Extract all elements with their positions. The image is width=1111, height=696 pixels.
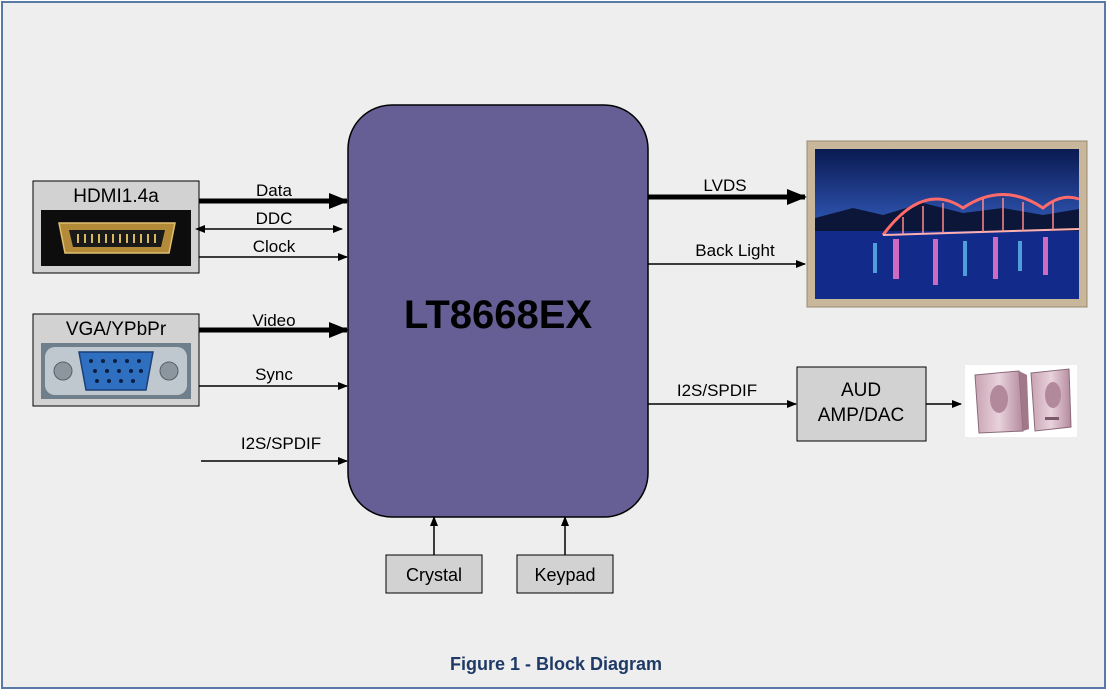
crystal-label: Crystal [406, 565, 462, 585]
keypad-block: Keypad [516, 554, 614, 594]
keypad-label: Keypad [534, 565, 595, 585]
figure-caption: Figure 1 - Block Diagram [450, 654, 662, 674]
sync-signal-label: Sync [255, 365, 293, 384]
hdmi-connector-icon [41, 210, 191, 266]
vga-input-block: VGA/YPbPr [32, 313, 200, 407]
aud-label-line2: AMP/DAC [818, 405, 905, 426]
speakers-icon [965, 365, 1077, 437]
backlight-signal-label: Back Light [695, 241, 775, 260]
i2s-output-signal-label: I2S/SPDIF [677, 381, 757, 400]
lvds-signal-label: LVDS [703, 176, 746, 195]
vga-connector-icon [41, 343, 191, 399]
hdmi-label: HDMI1.4a [73, 186, 159, 207]
chip-name: LT8668EX [404, 293, 593, 337]
chip-block: LT8668EX [347, 104, 649, 518]
clock-signal-label: Clock [253, 237, 296, 256]
data-signal-label: Data [256, 181, 292, 200]
lcd-panel-bridge-image [806, 140, 1088, 308]
hdmi-input-block: HDMI1.4a [32, 180, 200, 274]
video-signal-label: Video [252, 311, 295, 330]
vga-label: VGA/YPbPr [66, 319, 167, 340]
ddc-signal-label: DDC [256, 209, 293, 228]
block-diagram: LT8668EX HDMI1.4a VGA/YPbPr [32, 104, 1088, 674]
i2s-input-signal-label: I2S/SPDIF [241, 434, 321, 453]
aud-amp-dac-block: AUD AMP/DAC [796, 366, 927, 442]
aud-label-line1: AUD [841, 380, 881, 401]
crystal-block: Crystal [385, 554, 483, 594]
